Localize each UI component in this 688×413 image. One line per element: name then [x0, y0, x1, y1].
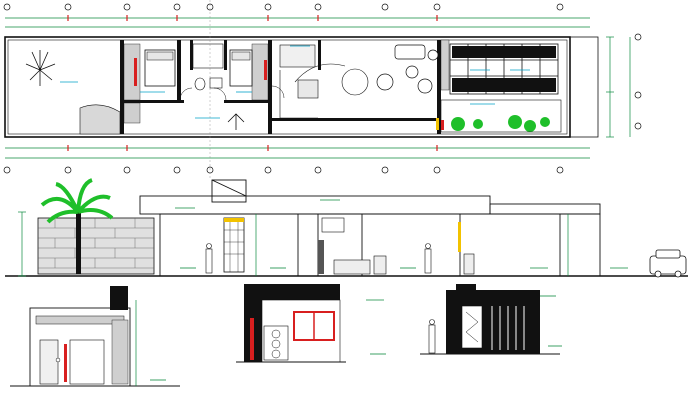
bathroom-fixtures	[192, 43, 224, 91]
rear-ornamental-door	[465, 311, 479, 343]
dimension-ticks	[67, 15, 438, 151]
top-axis-markers	[3, 3, 564, 11]
rear-human-figure	[428, 319, 436, 354]
ornamental-door	[271, 329, 281, 359]
right-dimension-lines	[606, 36, 631, 138]
garden-zone	[440, 99, 562, 133]
elevation-window	[223, 217, 345, 273]
bottom-axis-markers	[3, 166, 564, 174]
front-facade	[236, 284, 386, 363]
elevation-furniture	[333, 253, 475, 275]
car-icon	[649, 249, 687, 278]
elevation-accents	[318, 222, 461, 274]
right-axis-markers	[634, 33, 642, 130]
longitudinal-elevation	[5, 178, 688, 278]
level-markers	[175, 199, 628, 269]
door-accents	[134, 58, 444, 130]
interior-walls	[120, 40, 441, 134]
palm-tree	[40, 178, 114, 274]
plan-text-marks	[60, 45, 530, 119]
door-swings	[179, 85, 285, 101]
living-furniture	[376, 44, 439, 94]
top-dimension-lines	[5, 17, 590, 159]
north-arrow-icon	[227, 113, 245, 130]
garden-hatch-area	[79, 104, 121, 135]
stair-dark-band	[452, 46, 556, 58]
rear-facade	[420, 284, 562, 355]
floor-plan	[3, 0, 642, 180]
elevation-dimension-lines	[18, 211, 569, 277]
plan-right-extension	[569, 36, 599, 138]
brick-wall	[37, 217, 155, 275]
bed-1	[144, 49, 176, 87]
palm-plant-symbol	[25, 50, 56, 86]
bed-2	[229, 49, 253, 87]
kitchen-area	[279, 44, 369, 119]
human-figures	[205, 243, 432, 274]
stair-dark-band-2	[452, 78, 556, 92]
rear-slats	[491, 306, 525, 350]
garden-plants	[451, 115, 550, 132]
side-section	[10, 286, 180, 387]
